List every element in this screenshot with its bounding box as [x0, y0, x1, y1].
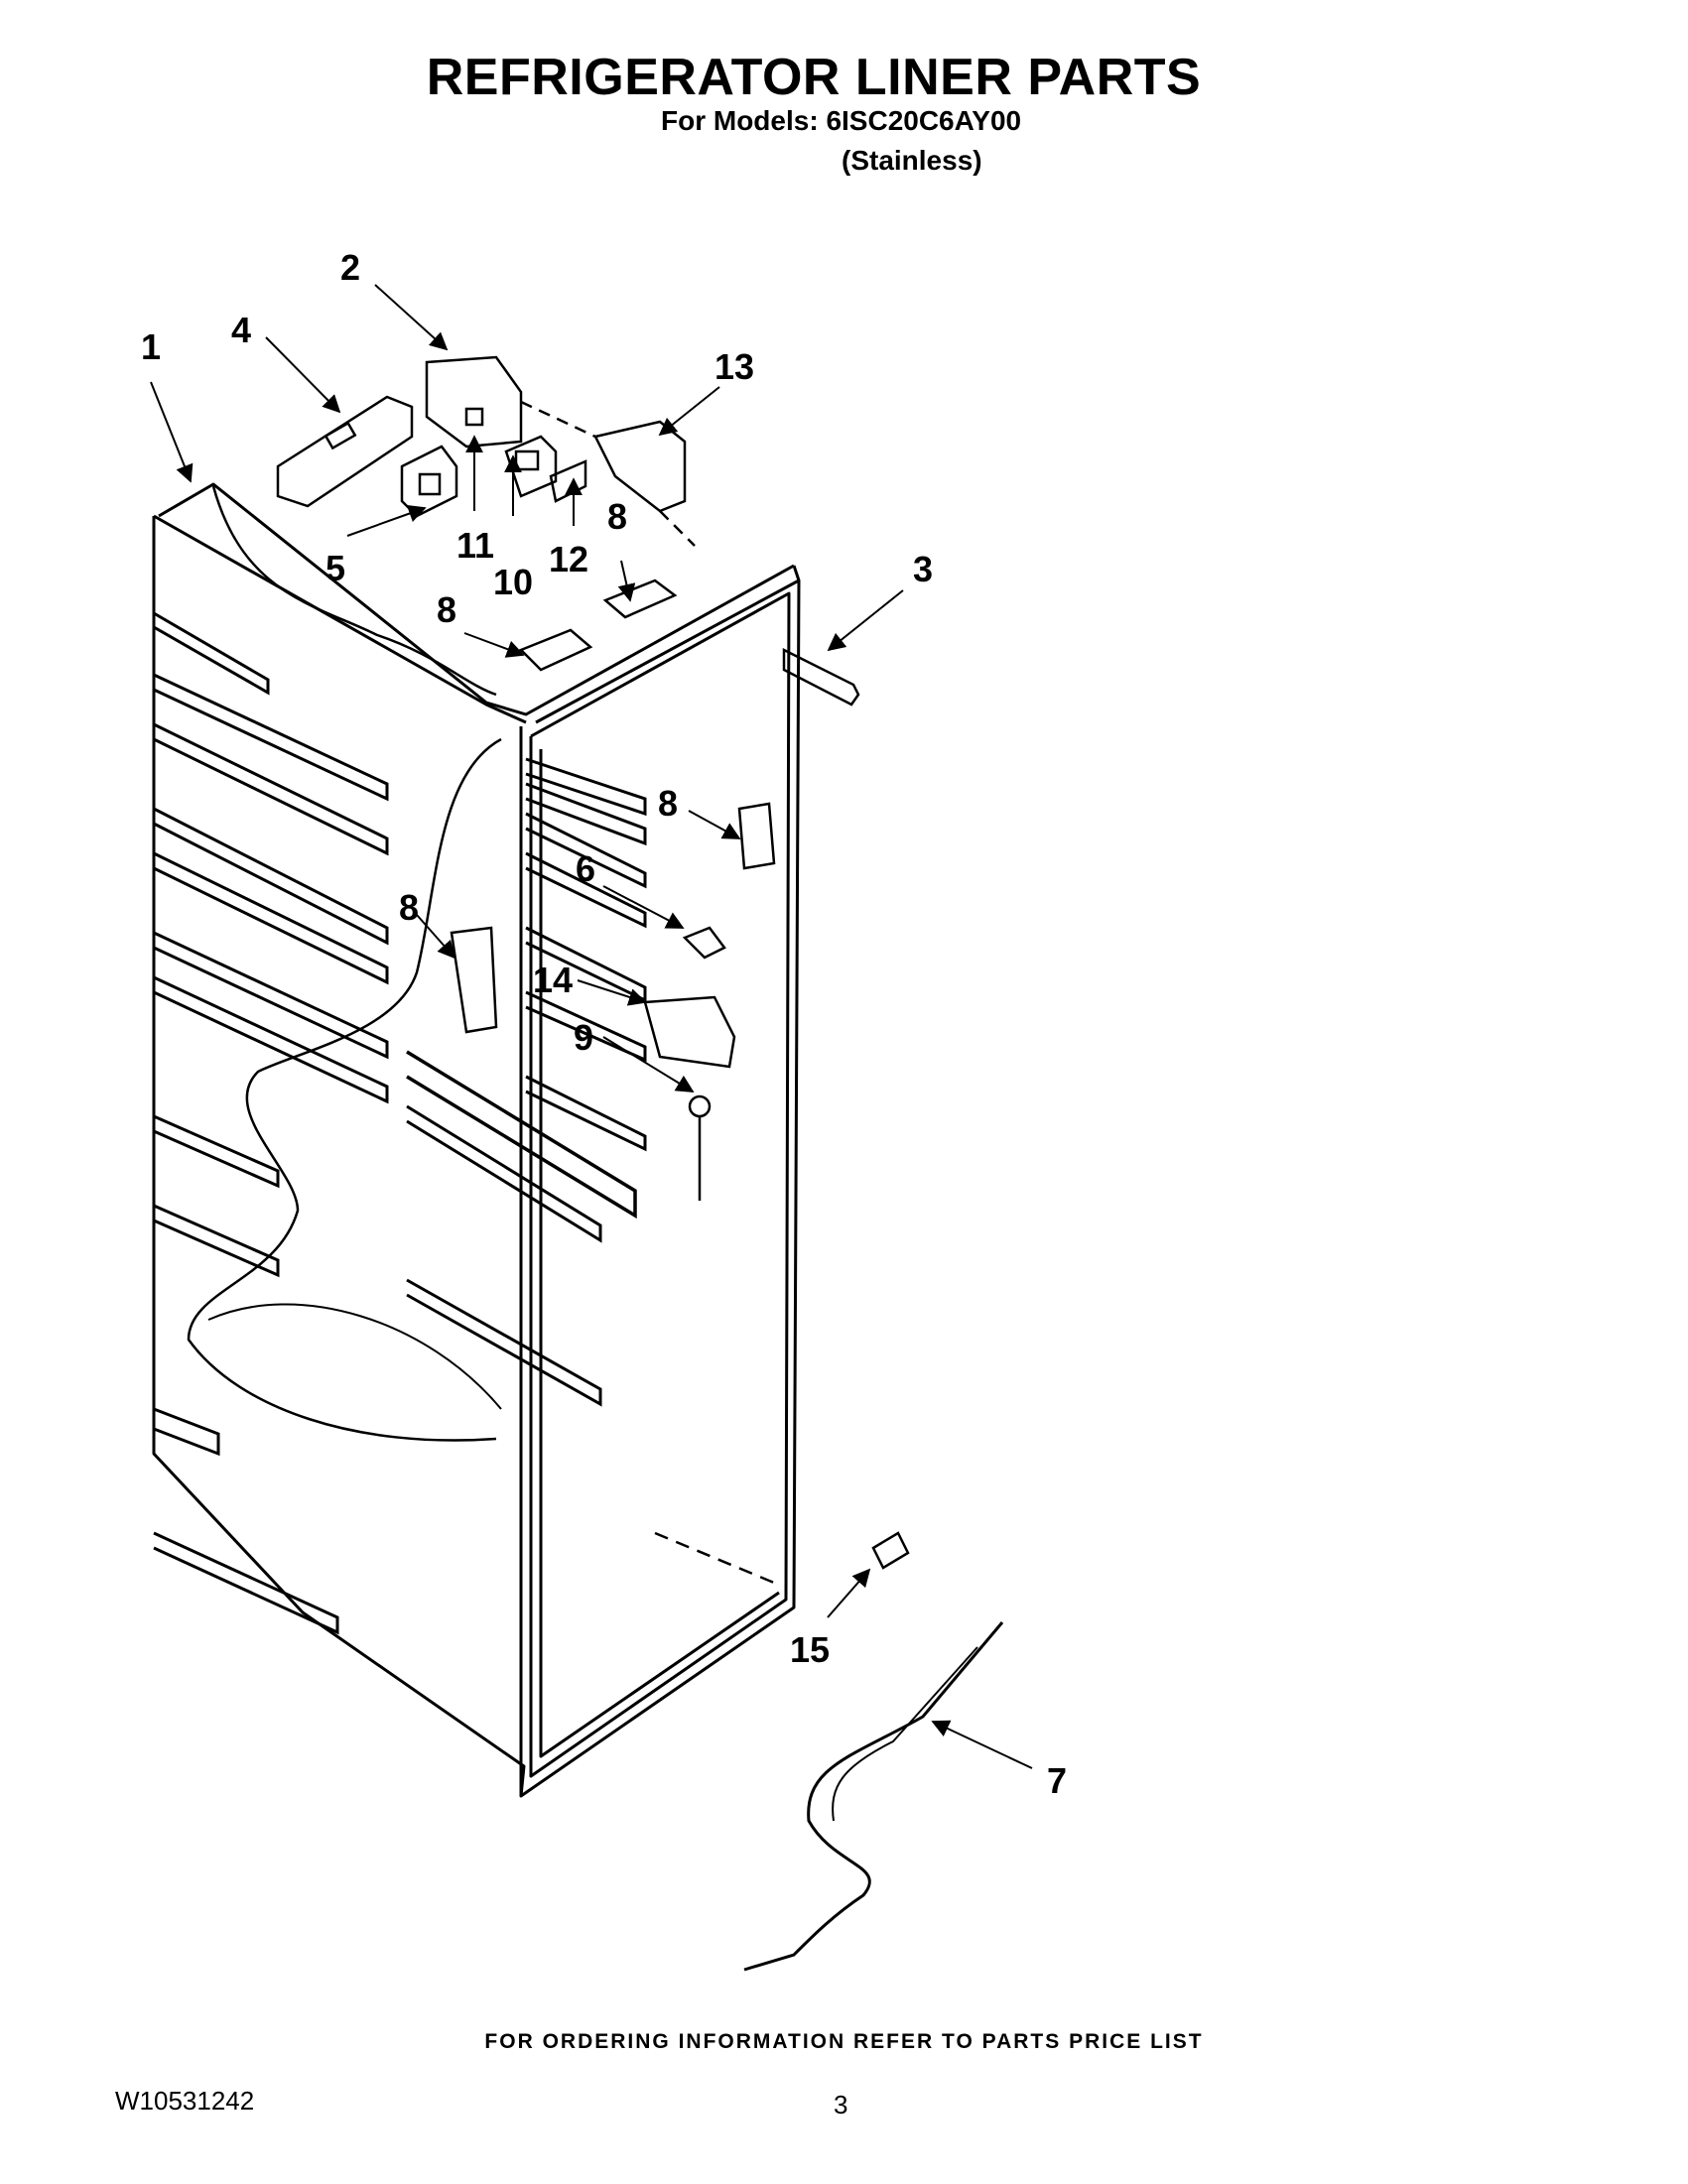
page-title: REFRIGERATOR LINER PARTS: [426, 49, 1202, 106]
callout-4: 4: [231, 310, 251, 350]
callout-13: 13: [714, 346, 754, 387]
callout-8c: 8: [658, 783, 678, 824]
callout-2: 2: [340, 247, 360, 288]
callout-8b: 8: [607, 496, 627, 537]
callout-3: 3: [913, 549, 933, 589]
shelf-rails: [153, 611, 647, 1635]
callout-7: 7: [1047, 1760, 1067, 1801]
document-number: W10531242: [115, 2086, 255, 2116]
models-line: For Models: 6ISC20C6AY00: [661, 105, 1022, 136]
callout-14: 14: [533, 960, 573, 1000]
callout-1: 1: [141, 326, 161, 367]
callout-10: 10: [493, 562, 533, 602]
ordering-note: FOR ORDERING INFORMATION REFER TO PARTS …: [484, 2030, 1204, 2053]
callout-11: 11: [456, 525, 494, 566]
liner-cabinet: [152, 482, 801, 1798]
model-variant: (Stainless): [842, 145, 982, 176]
callout-8d: 8: [399, 887, 419, 928]
callout-6: 6: [576, 848, 595, 889]
page-number: 3: [834, 2090, 848, 2120]
callout-15: 15: [790, 1629, 830, 1670]
callout-arrows: [150, 284, 1033, 1769]
callout-5: 5: [325, 548, 345, 588]
callout-labels: 1 2 3 4 5 6 7 8 8 8 8 9 10 11 12 13 14 1…: [141, 247, 1067, 1801]
callout-12: 12: [549, 539, 588, 579]
callout-9: 9: [574, 1017, 593, 1058]
callout-8a: 8: [437, 589, 456, 630]
